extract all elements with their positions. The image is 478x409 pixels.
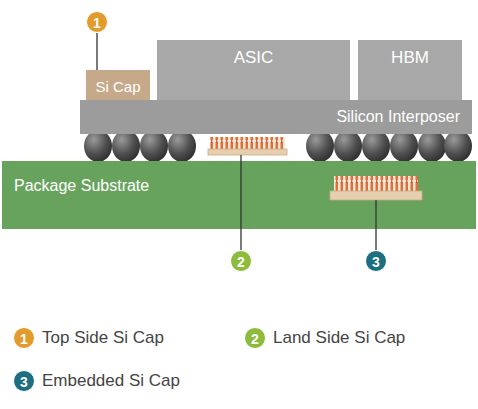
node-label: HBM bbox=[391, 48, 429, 68]
legend-text: Land Side Si Cap bbox=[273, 328, 405, 348]
callout-number: 3 bbox=[365, 250, 387, 272]
callout-number: 3 bbox=[13, 370, 35, 392]
solder-ball bbox=[306, 130, 334, 162]
callout-number: 1 bbox=[86, 11, 108, 33]
package-substrate: Package Substrate bbox=[2, 161, 476, 229]
solder-ball bbox=[334, 130, 362, 162]
node-label: Si Cap bbox=[95, 78, 140, 95]
callout-number: 2 bbox=[244, 327, 266, 349]
solder-ball bbox=[140, 130, 168, 162]
solder-ball bbox=[362, 130, 390, 162]
leader-line bbox=[375, 200, 376, 250]
legend-text: Embedded Si Cap bbox=[42, 371, 180, 391]
solder-ball bbox=[112, 130, 140, 162]
solder-ball bbox=[418, 130, 446, 162]
node-label: Silicon Interposer bbox=[336, 108, 460, 126]
si-cap-box: Si Cap bbox=[86, 70, 150, 102]
land-side-cap bbox=[208, 137, 287, 155]
leader-line bbox=[96, 33, 97, 70]
solder-ball bbox=[444, 130, 472, 162]
asic-die: ASIC bbox=[157, 40, 350, 102]
solder-balls bbox=[84, 130, 472, 162]
callout-number: 2 bbox=[230, 250, 252, 272]
solder-ball bbox=[390, 130, 418, 162]
node-label: ASIC bbox=[234, 48, 274, 68]
solder-ball bbox=[168, 130, 196, 162]
silicon-interposer: Silicon Interposer bbox=[80, 100, 472, 134]
node-label: Package Substrate bbox=[14, 177, 149, 195]
callout-number: 1 bbox=[13, 327, 35, 349]
embedded-cap bbox=[330, 176, 422, 200]
leader-line bbox=[240, 155, 241, 250]
legend-text: Top Side Si Cap bbox=[42, 328, 164, 348]
solder-ball bbox=[84, 130, 112, 162]
hbm-stack: HBM bbox=[358, 40, 462, 102]
